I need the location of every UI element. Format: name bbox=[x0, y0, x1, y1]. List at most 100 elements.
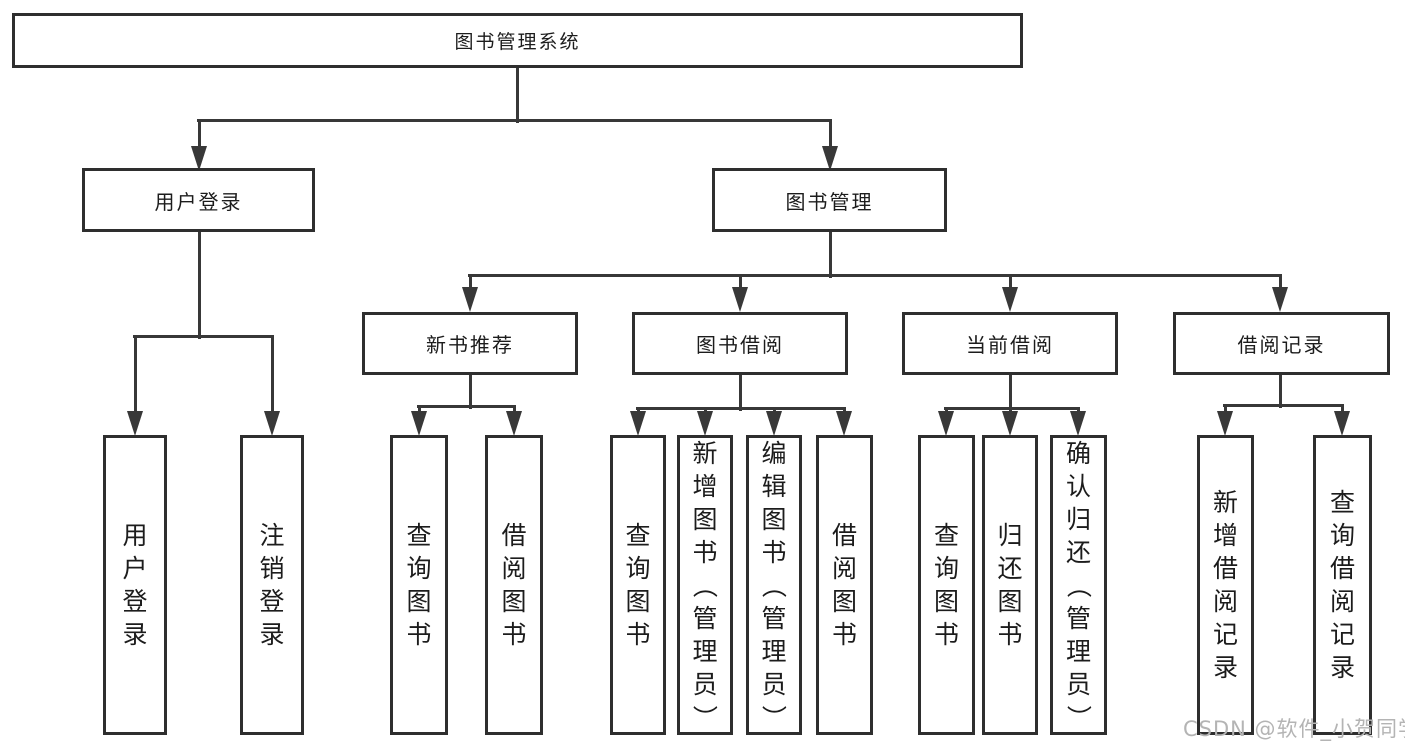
node-label: 借阅图书 bbox=[501, 523, 526, 647]
connector-vline bbox=[738, 275, 742, 290]
node-label: 查询借阅记录 bbox=[1330, 490, 1355, 680]
connector-hline bbox=[944, 406, 1080, 410]
leaf-user-login: 用户登录 bbox=[103, 435, 167, 735]
vertical-label-char: 图 bbox=[831, 587, 857, 616]
vertical-label-char: 书 bbox=[692, 537, 718, 567]
leaf-confirm-return-admin: 确认归还（管理员） bbox=[1050, 435, 1107, 735]
connector-vline bbox=[197, 120, 201, 148]
vertical-label-char: 销 bbox=[259, 554, 285, 583]
arrowhead-down-icon bbox=[191, 146, 207, 171]
connector-hline bbox=[468, 273, 1282, 277]
node-root-system: 图书管理系统 bbox=[12, 13, 1023, 68]
node-label: 新增借阅记录 bbox=[1213, 490, 1238, 680]
vertical-label-char: 确 bbox=[1065, 438, 1091, 468]
vertical-label-char: 认 bbox=[1065, 471, 1091, 501]
arrowhead-down-icon bbox=[766, 411, 782, 436]
node-current-borrowing: 当前借阅 bbox=[902, 312, 1118, 375]
node-label: 图书管理 bbox=[785, 189, 874, 214]
leaf-add-books-admin: 新增图书（管理员） bbox=[677, 435, 733, 735]
connector-hline bbox=[1223, 403, 1344, 407]
connector-vline bbox=[1278, 375, 1282, 408]
connector-vline bbox=[1340, 405, 1344, 414]
vertical-label-char: 询 bbox=[625, 554, 651, 583]
vertical-label-char: 还 bbox=[997, 554, 1023, 583]
vertical-label-char: ） bbox=[759, 704, 789, 730]
connector-hline bbox=[197, 118, 832, 122]
arrowhead-down-icon bbox=[822, 146, 838, 171]
leaf-edit-books-admin: 编辑图书（管理员） bbox=[746, 435, 802, 735]
vertical-label-char: 用 bbox=[122, 521, 148, 550]
connector-vline bbox=[828, 120, 832, 148]
vertical-label-char: 管 bbox=[1065, 603, 1091, 633]
arrowhead-down-icon bbox=[938, 411, 954, 436]
arrowhead-down-icon bbox=[1217, 411, 1233, 436]
connector-vline bbox=[738, 375, 742, 411]
leaf-query-books-recommend: 查询图书 bbox=[390, 435, 448, 735]
vertical-label-char: 归 bbox=[1065, 504, 1091, 534]
vertical-label-char: 编 bbox=[761, 438, 787, 468]
vertical-label-char: 书 bbox=[761, 537, 787, 567]
vertical-label-char: 员 bbox=[692, 669, 718, 699]
vertical-label-char: 图 bbox=[933, 587, 959, 616]
vertical-label-char: 理 bbox=[692, 636, 718, 666]
vertical-label-char: ） bbox=[690, 704, 720, 730]
connector-vline bbox=[468, 275, 472, 290]
vertical-label-char: 书 bbox=[501, 620, 527, 649]
arrowhead-down-icon bbox=[836, 411, 852, 436]
vertical-label-char: 增 bbox=[1212, 521, 1238, 550]
vertical-label-char: 图 bbox=[997, 587, 1023, 616]
vertical-label-char: 录 bbox=[1212, 653, 1238, 682]
arrowhead-down-icon bbox=[506, 411, 522, 436]
vertical-label-char: 录 bbox=[122, 620, 148, 649]
connector-vline bbox=[512, 406, 516, 414]
arrowhead-down-icon bbox=[732, 287, 748, 312]
arrowhead-down-icon bbox=[697, 411, 713, 436]
arrowhead-down-icon bbox=[411, 411, 427, 436]
node-book-management: 图书管理 bbox=[712, 168, 947, 232]
connector-vline bbox=[1223, 405, 1227, 414]
vertical-label-char: 借 bbox=[1329, 554, 1355, 583]
vertical-label-char: 记 bbox=[1212, 620, 1238, 649]
connector-vline bbox=[1008, 375, 1012, 411]
vertical-label-char: 查 bbox=[1329, 488, 1355, 517]
node-user-login: 用户登录 bbox=[82, 168, 315, 232]
vertical-label-char: 借 bbox=[831, 521, 857, 550]
leaf-query-books-current: 查询图书 bbox=[918, 435, 975, 735]
vertical-label-char: 借 bbox=[501, 521, 527, 550]
vertical-label-char: 辑 bbox=[761, 471, 787, 501]
vertical-label-char: （ bbox=[690, 572, 720, 598]
vertical-label-char: 员 bbox=[1065, 669, 1091, 699]
connector-vline bbox=[515, 68, 519, 123]
vertical-label-char: 阅 bbox=[831, 554, 857, 583]
node-label: 编辑图书（管理员） bbox=[759, 438, 789, 730]
vertical-label-char: 登 bbox=[122, 587, 148, 616]
leaf-return-books: 归还图书 bbox=[982, 435, 1038, 735]
arrowhead-down-icon bbox=[462, 287, 478, 312]
arrowhead-down-icon bbox=[1334, 411, 1350, 436]
connector-hline bbox=[636, 406, 846, 410]
connector-vline bbox=[197, 232, 201, 339]
node-label: 新增图书（管理员） bbox=[690, 441, 720, 730]
node-label: 用户登录 bbox=[122, 523, 147, 647]
vertical-label-char: 新 bbox=[1212, 488, 1238, 517]
connector-vline bbox=[417, 406, 421, 414]
vertical-label-char: 理 bbox=[761, 636, 787, 666]
leaf-borrow-books: 借阅图书 bbox=[816, 435, 873, 735]
vertical-label-char: （ bbox=[1063, 572, 1093, 598]
vertical-label-char: 录 bbox=[1329, 653, 1355, 682]
vertical-label-char: 图 bbox=[692, 504, 718, 534]
vertical-label-char: 登 bbox=[259, 587, 285, 616]
node-label: 查询图书 bbox=[625, 523, 650, 647]
vertical-label-char: 阅 bbox=[501, 554, 527, 583]
vertical-label-char: 询 bbox=[406, 554, 432, 583]
vertical-label-char: 询 bbox=[1329, 521, 1355, 550]
vertical-label-char: 查 bbox=[625, 521, 651, 550]
vertical-label-char: 借 bbox=[1212, 554, 1238, 583]
vertical-label-char: 书 bbox=[406, 620, 432, 649]
arrowhead-down-icon bbox=[127, 411, 143, 436]
node-label: 图书管理系统 bbox=[454, 31, 581, 53]
vertical-label-char: 记 bbox=[1329, 620, 1355, 649]
node-label: 当前借阅 bbox=[966, 333, 1054, 357]
vertical-label-char: 图 bbox=[501, 587, 527, 616]
